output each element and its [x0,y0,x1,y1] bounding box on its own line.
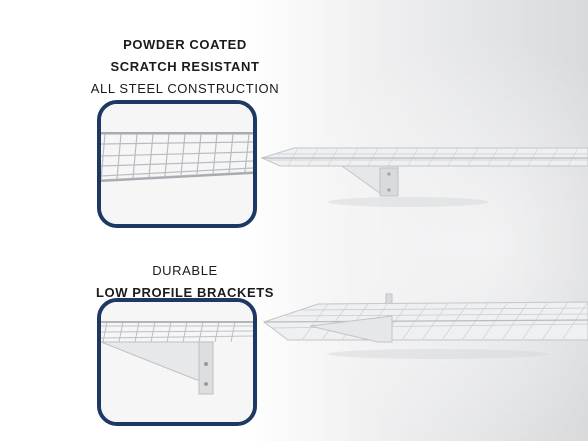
closeup-inset-bracket [97,298,257,426]
feature-line-scratch-resistant: SCRATCH RESISTANT [110,59,260,74]
wire-shelf-closeup-icon [101,104,253,224]
wire-shelf-upper-icon [260,147,588,207]
feature-caption-coating: POWDER COATED SCRATCH RESISTANT ALL STEE… [60,34,310,100]
bracket-closeup-icon [101,302,253,422]
wire-shelf-lower-icon [262,293,588,359]
closeup-inset-wire [97,100,257,228]
wire-shelf-lower [258,284,588,364]
wall-highlight [240,0,588,441]
feature-line-powder-coated: POWDER COATED [123,37,247,52]
feature-line-durable: DURABLE [152,263,218,278]
wire-shelf-upper [258,146,588,210]
feature-caption-brackets: DURABLE LOW PROFILE BRACKETS [60,260,310,304]
feature-line-all-steel: ALL STEEL CONSTRUCTION [90,81,280,96]
feature-line-low-profile: LOW PROFILE BRACKETS [95,285,275,300]
